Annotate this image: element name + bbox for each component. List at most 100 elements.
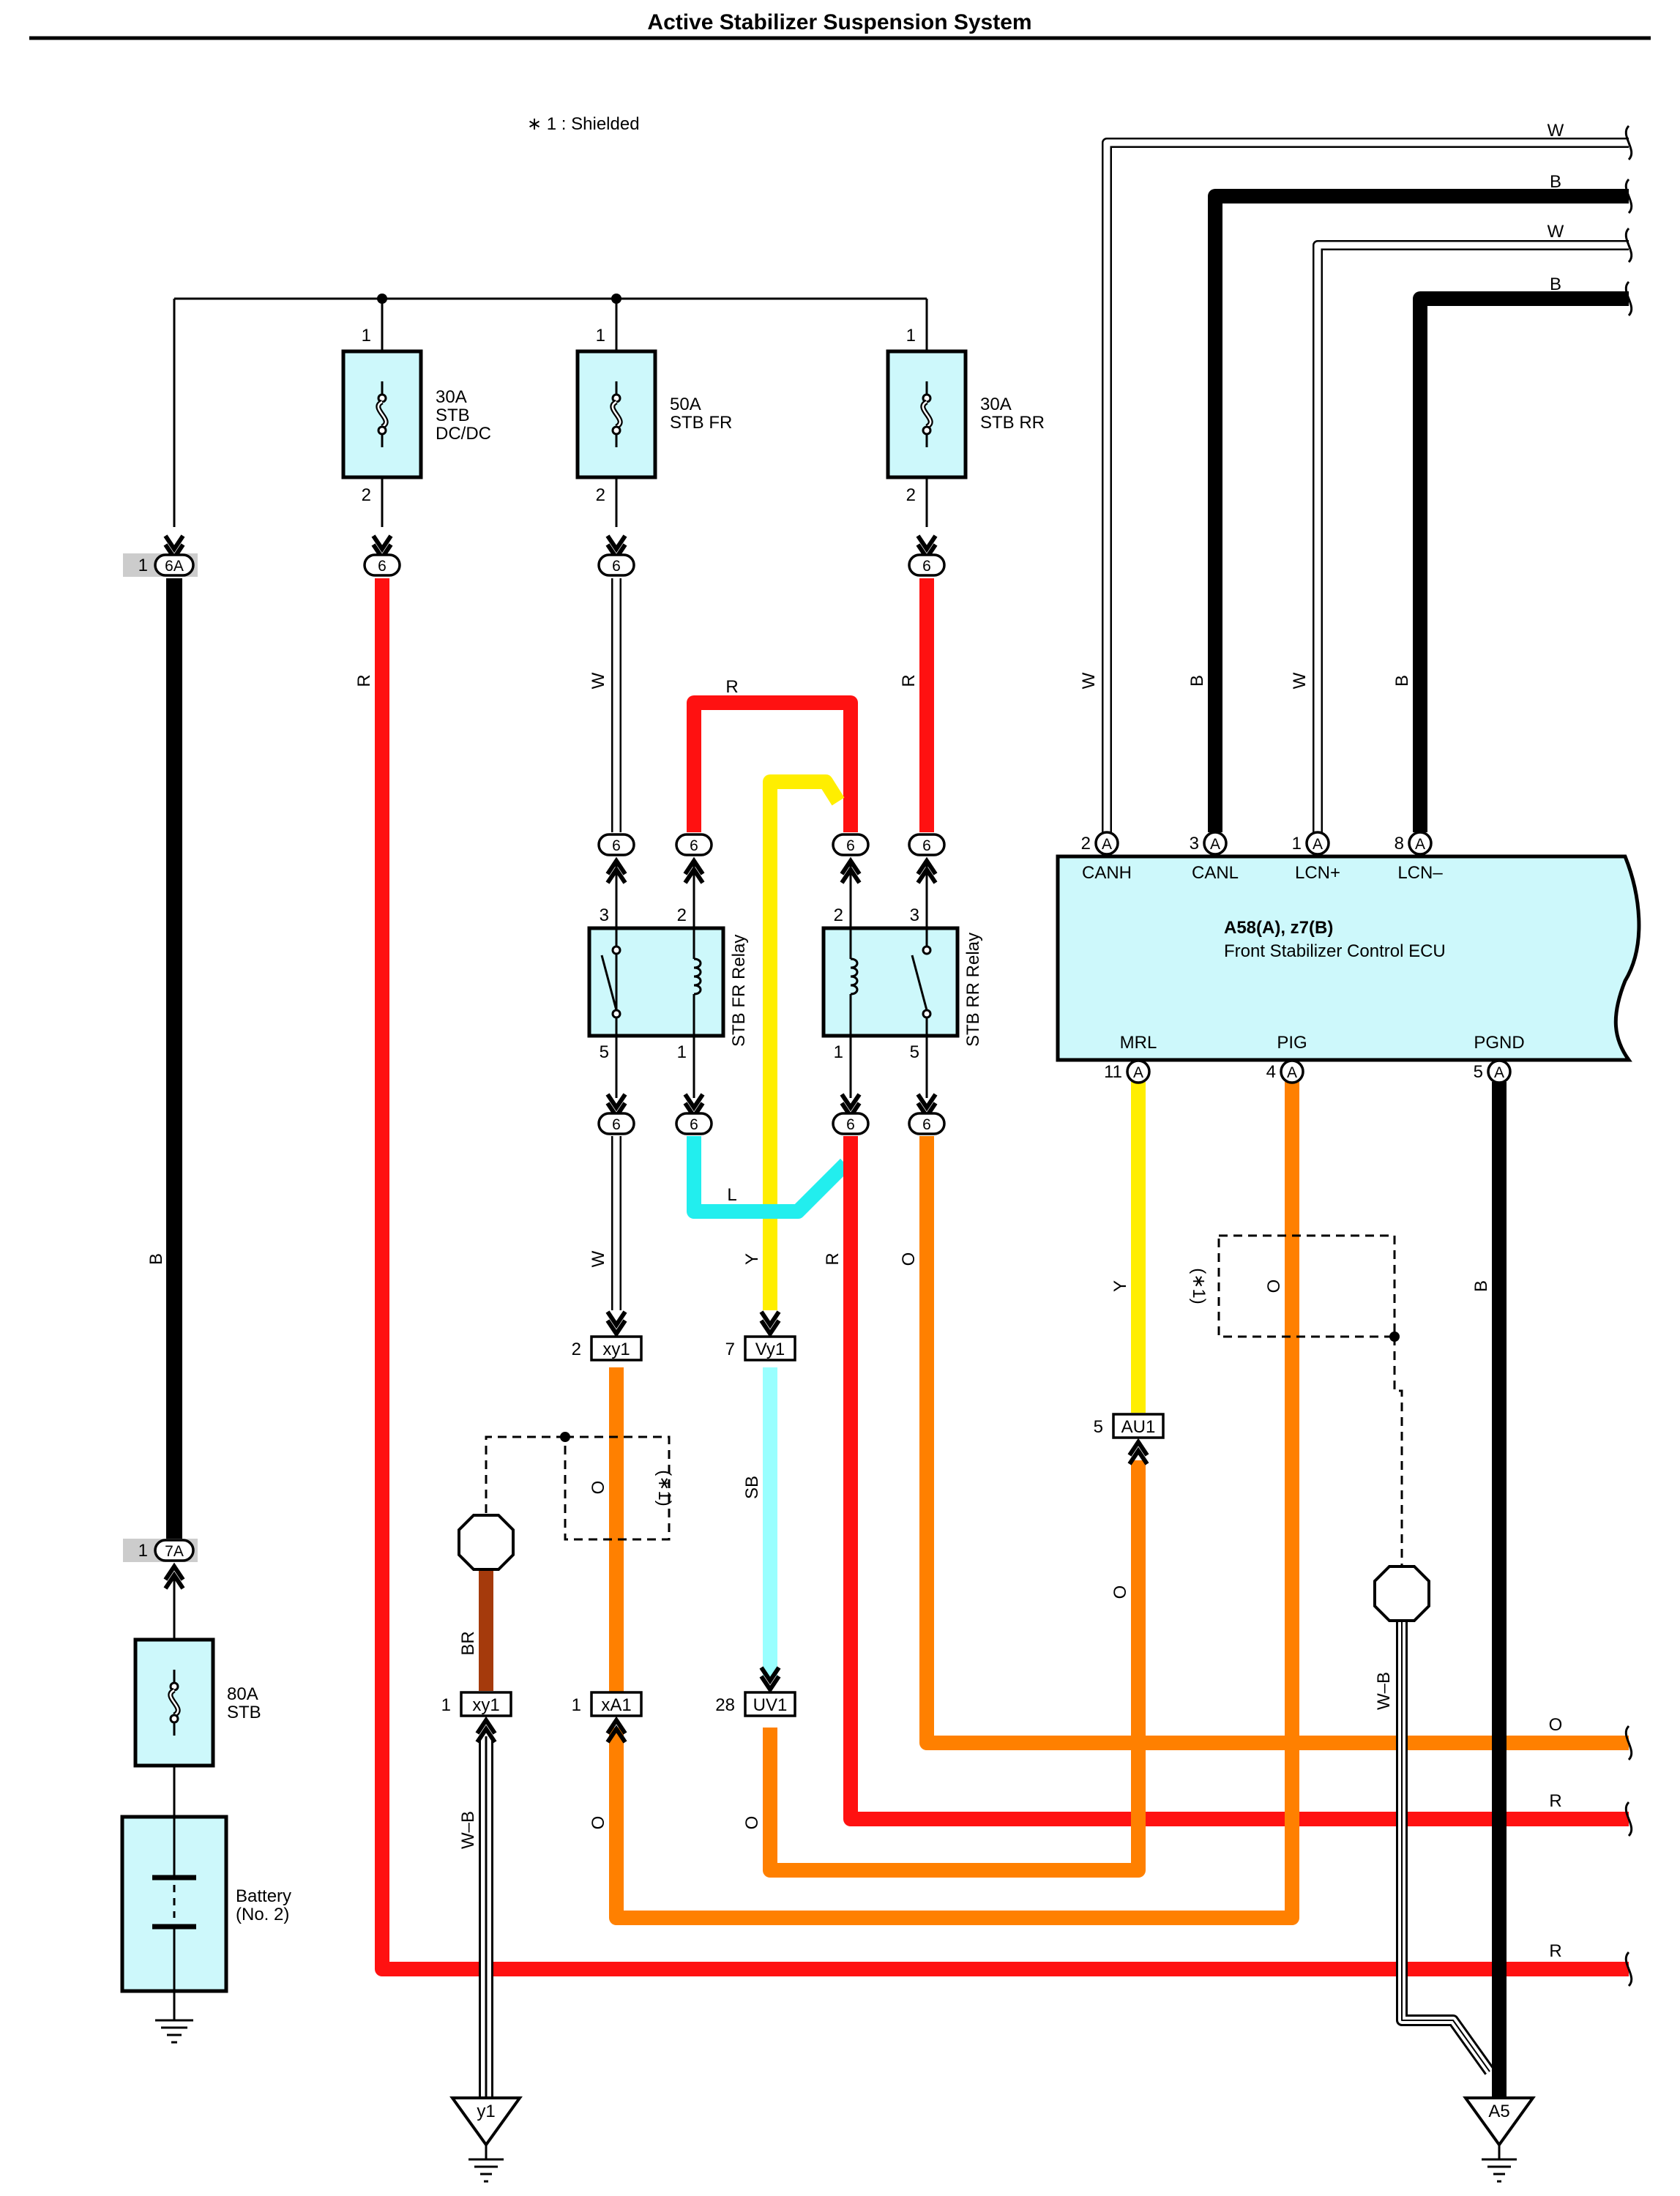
svg-text:5: 5 xyxy=(1094,1417,1103,1437)
svg-text:O: O xyxy=(899,1252,919,1266)
svg-text:xy1: xy1 xyxy=(602,1340,630,1359)
svg-text:6A: 6A xyxy=(165,558,184,575)
svg-text:6: 6 xyxy=(846,837,855,854)
svg-text:8: 8 xyxy=(1395,834,1404,854)
ecu-front-stabilizer: A58(A), z7(B) Front Stabilizer Control E… xyxy=(1056,854,1641,1062)
svg-text:CANL: CANL xyxy=(1192,863,1239,883)
svg-text:50A: 50A xyxy=(670,395,701,414)
svg-text:1: 1 xyxy=(441,1695,451,1715)
svg-text:W: W xyxy=(1548,121,1564,141)
svg-text:(∗1): (∗1) xyxy=(1189,1268,1209,1304)
svg-text:PIG: PIG xyxy=(1277,1033,1307,1053)
wire-break-marks xyxy=(1624,124,1633,1987)
svg-text:W: W xyxy=(589,1250,608,1267)
svg-text:W–B: W–B xyxy=(458,1811,478,1849)
connector-UV1: UV1 28 xyxy=(715,1667,796,1717)
svg-text:30A: 30A xyxy=(980,395,1012,414)
svg-text:O: O xyxy=(1549,1715,1563,1735)
ecu-pin-mrl: A 11 xyxy=(1104,1059,1151,1084)
connector-xy1-bottom: xy1 1 xyxy=(441,1691,512,1742)
svg-text:5: 5 xyxy=(1474,1062,1483,1082)
svg-text:R: R xyxy=(899,674,919,687)
svg-text:STB FR: STB FR xyxy=(670,413,732,433)
fuse-stb-fr: 1 2 50A STB FR xyxy=(575,326,732,505)
svg-text:(No. 2): (No. 2) xyxy=(236,1905,289,1924)
svg-text:2: 2 xyxy=(362,485,371,505)
svg-text:CANH: CANH xyxy=(1082,863,1132,883)
connector-Vy1: Vy1 7 xyxy=(725,1312,796,1362)
svg-text:6: 6 xyxy=(612,1116,621,1133)
wire-o-relay-out xyxy=(919,1136,1629,1750)
svg-text:O: O xyxy=(589,1816,608,1830)
svg-text:B: B xyxy=(1392,675,1412,687)
svg-text:R: R xyxy=(823,1252,843,1265)
svg-text:1: 1 xyxy=(1292,834,1302,854)
svg-text:80A: 80A xyxy=(227,1684,258,1704)
connector-7A: 7A 1 xyxy=(123,1539,198,1588)
svg-text:1: 1 xyxy=(906,326,916,346)
svg-text:1: 1 xyxy=(362,326,371,346)
svg-text:A: A xyxy=(1415,836,1425,853)
svg-text:2: 2 xyxy=(677,905,687,925)
relay-stb-fr: 3 2 5 1 STB FR Relay xyxy=(587,905,749,1062)
svg-text:7: 7 xyxy=(725,1340,735,1359)
wire-y-relay xyxy=(763,774,845,1310)
svg-text:6: 6 xyxy=(378,558,387,575)
svg-text:B: B xyxy=(1187,675,1207,687)
svg-text:A: A xyxy=(1287,1064,1297,1081)
svg-text:AU1: AU1 xyxy=(1121,1417,1156,1437)
svg-text:1: 1 xyxy=(138,556,148,575)
svg-text:4: 4 xyxy=(1266,1062,1276,1082)
svg-text:A58(A), z7(B): A58(A), z7(B) xyxy=(1224,918,1333,938)
svg-text:LCN–: LCN– xyxy=(1397,863,1443,883)
wire-l xyxy=(687,1136,851,1219)
svg-text:R: R xyxy=(1549,1941,1561,1961)
svg-text:6: 6 xyxy=(846,1116,855,1133)
svg-text:6: 6 xyxy=(922,1116,931,1133)
svg-text:2: 2 xyxy=(1081,834,1091,854)
svg-text:W: W xyxy=(589,672,608,689)
ecu-pin-lcn-plus: A 1 xyxy=(1292,831,1330,856)
svg-text:xA1: xA1 xyxy=(601,1695,631,1715)
svg-text:DC/DC: DC/DC xyxy=(436,424,491,444)
svg-text:30A: 30A xyxy=(436,387,467,407)
svg-text:W: W xyxy=(1290,672,1310,689)
svg-text:W–B: W–B xyxy=(1374,1672,1394,1710)
fuse-stb-rr: 1 2 30A STB RR xyxy=(886,326,1045,505)
wire-r-relay-out xyxy=(843,1136,1629,1826)
svg-text:LCN+: LCN+ xyxy=(1295,863,1340,883)
junction-connectors-6: 6 6 6 6 6 6 6 6 6 6 6 xyxy=(363,536,946,1135)
connector-xA1: xA1 1 xyxy=(572,1691,643,1742)
svg-text:Vy1: Vy1 xyxy=(755,1340,785,1359)
svg-text:R: R xyxy=(354,674,374,687)
ground-y1: y1 xyxy=(449,2096,523,2183)
svg-text:Battery: Battery xyxy=(236,1886,291,1906)
svg-text:STB: STB xyxy=(227,1703,261,1722)
svg-text:B: B xyxy=(1550,172,1561,192)
shield-ecu-o: (∗1) xyxy=(1189,1234,1430,1622)
svg-text:O: O xyxy=(742,1816,762,1830)
ecu-pin-pig: A 4 xyxy=(1266,1059,1304,1084)
svg-text:y1: y1 xyxy=(477,2102,495,2121)
wire-b-canl xyxy=(1208,189,1629,832)
svg-text:6: 6 xyxy=(922,837,931,854)
shield-xy1-xA1: (∗1) xyxy=(458,1432,674,1571)
svg-text:STB RR Relay: STB RR Relay xyxy=(963,933,983,1047)
svg-text:SB: SB xyxy=(742,1476,762,1499)
svg-text:1: 1 xyxy=(138,1541,148,1561)
wire-o-uv1-au1 xyxy=(763,1460,1146,1878)
svg-text:6: 6 xyxy=(690,1116,698,1133)
svg-text:2: 2 xyxy=(572,1340,581,1359)
svg-text:2: 2 xyxy=(596,485,605,505)
svg-text:R: R xyxy=(725,677,738,697)
svg-text:A: A xyxy=(1494,1064,1504,1081)
ecu-pin-canl: A 3 xyxy=(1190,831,1228,856)
wire-o-pig xyxy=(609,1082,1299,1925)
svg-text:xy1: xy1 xyxy=(472,1695,499,1715)
svg-text:A: A xyxy=(1102,836,1112,853)
svg-text:28: 28 xyxy=(715,1695,735,1715)
svg-text:(∗1): (∗1) xyxy=(654,1470,674,1506)
svg-text:O: O xyxy=(1264,1280,1284,1293)
svg-text:STB RR: STB RR xyxy=(980,413,1045,433)
svg-text:L: L xyxy=(727,1185,736,1205)
